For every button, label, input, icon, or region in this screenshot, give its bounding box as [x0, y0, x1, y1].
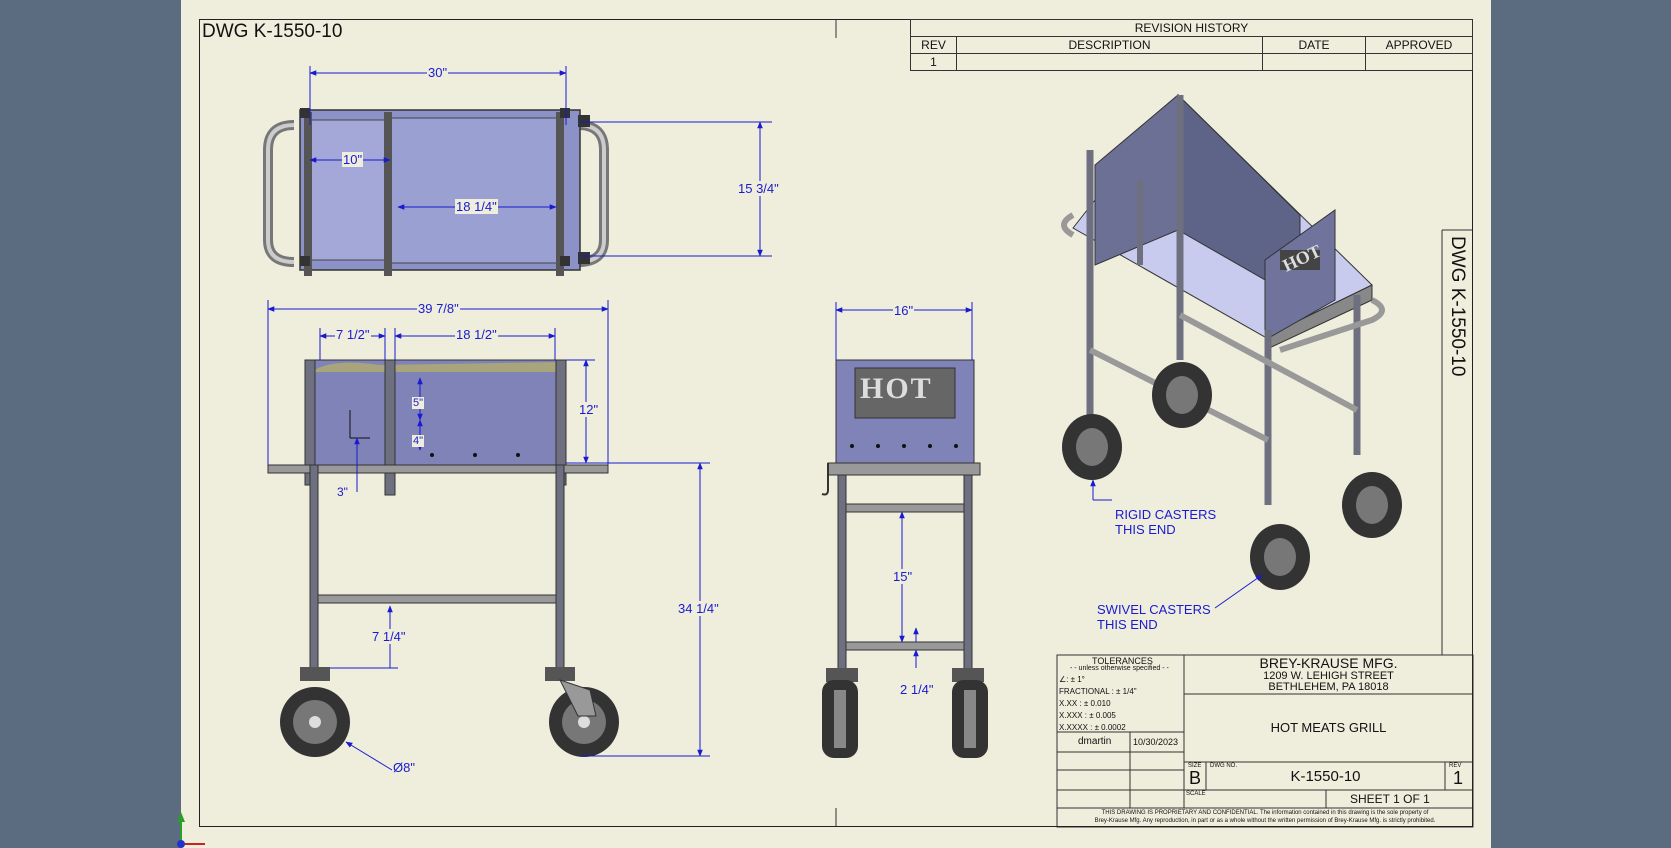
dwg-no-value: K-1550-10 — [1290, 768, 1361, 785]
dim-front-overall: 39 7/8" — [417, 301, 460, 316]
rev-row-rev: 1 — [910, 53, 957, 71]
proprietary-line-2: Brey-Krause Mfg. Any reproduction, in pa… — [1094, 818, 1436, 824]
rev-row-date — [1262, 53, 1366, 71]
dwg-no-label: DWG NO. — [1210, 763, 1237, 769]
scale-label: SCALE — [1186, 791, 1206, 797]
dim-front-left: 7 1/2" — [335, 327, 371, 342]
rev-col-description: DESCRIPTION — [956, 36, 1263, 54]
proprietary-line-1: THIS DRAWING IS PROPRIETARY AND CONFIDEN… — [1101, 810, 1429, 816]
swivel-casters-line-2: THIS END — [1097, 617, 1158, 632]
tolerance-xx: X.XX : ± 0.010 — [1059, 699, 1111, 708]
dim-front-height-box: 12" — [578, 402, 600, 417]
drawing-border — [199, 19, 1473, 827]
size-label: SIZE — [1188, 763, 1202, 769]
dim-front-table-height: 34 1/4" — [677, 601, 720, 616]
sheet-number: SHEET 1 OF 1 — [1350, 792, 1430, 806]
swivel-casters-line-1: SWIVEL CASTERS — [1097, 602, 1211, 617]
top-view — [263, 108, 609, 276]
angle-icon: ∠ — [1059, 675, 1067, 684]
side-drawing-number: DWG K-1550-10 — [1447, 236, 1468, 377]
dim-top-left-section: 10" — [342, 152, 364, 167]
revision-header: REVISION HISTORY — [910, 19, 1473, 37]
drawing-number-title: DWG K-1550-10 — [202, 21, 343, 42]
tolerance-xxx: X.XXX : ± 0.005 — [1059, 711, 1116, 720]
rev-row-description — [956, 53, 1263, 71]
drawn-date: 10/30/2023 — [1133, 737, 1179, 747]
company-address-2: BETHLEHEM, PA 18018 — [1268, 681, 1389, 693]
tolerance-fractional: FRACTIONAL : ± 1/4" — [1059, 687, 1137, 696]
rev-col-date: DATE — [1262, 36, 1366, 54]
rev-row-approved — [1365, 53, 1473, 71]
dim-top-depth: 15 3/4" — [737, 181, 780, 196]
isometric-view — [1061, 93, 1402, 590]
tolerances-title: TOLERANCES — [1092, 656, 1153, 666]
dim-front-slot-3: 3" — [336, 485, 349, 499]
tolerance-xxxx: X.XXXX : ± 0.0002 — [1059, 723, 1126, 732]
dim-front-slot-2: 4" — [412, 435, 425, 447]
tolerance-angle: ∠: ± 1° — [1059, 675, 1085, 684]
revision-history-table: REVISION HISTORY REV DESCRIPTION DATE AP… — [910, 19, 1473, 71]
dim-side-bottom: 2 1/4" — [899, 682, 935, 697]
rigid-casters-note: RIGID CASTERS THIS END — [1115, 507, 1216, 537]
size-value: B — [1189, 768, 1202, 788]
dim-side-bar: 15" — [892, 569, 914, 584]
dim-front-right: 18 1/2" — [455, 327, 498, 342]
tolerances-sub: - - unless otherwise specified - - — [1070, 665, 1169, 672]
dim-front-slot-1: 5" — [412, 397, 425, 409]
company-address-1: 1209 W. LEHIGH STREET — [1263, 670, 1394, 682]
rigid-casters-line-1: RIGID CASTERS — [1115, 507, 1217, 522]
company-name: BREY-KRAUSE MFG. — [1259, 655, 1398, 671]
rev-value: 1 — [1453, 768, 1464, 788]
dim-top-width: 30" — [427, 65, 449, 80]
side-hot-logo: HOT — [860, 372, 933, 405]
drawn-by: dmartin — [1078, 736, 1112, 747]
dim-side-width: 16" — [893, 303, 915, 318]
rev-col-approved: APPROVED — [1365, 36, 1473, 54]
swivel-casters-note: SWIVEL CASTERS THIS END — [1097, 602, 1211, 632]
part-name: HOT MEATS GRILL — [1270, 720, 1387, 735]
dim-front-lower-bar: 7 1/4" — [371, 629, 407, 644]
title-block-grid — [1056, 229, 1474, 828]
tolerance-angle-value: : ± 1° — [1066, 675, 1085, 684]
side-view — [821, 359, 988, 758]
dim-wheel-diameter: Ø8" — [392, 760, 416, 775]
front-view — [267, 359, 619, 757]
rev-label: REV — [1449, 763, 1462, 769]
rev-col-rev: REV — [910, 36, 957, 54]
dim-top-inner: 18 1/4" — [455, 199, 498, 214]
rigid-casters-line-2: THIS END — [1115, 522, 1176, 537]
